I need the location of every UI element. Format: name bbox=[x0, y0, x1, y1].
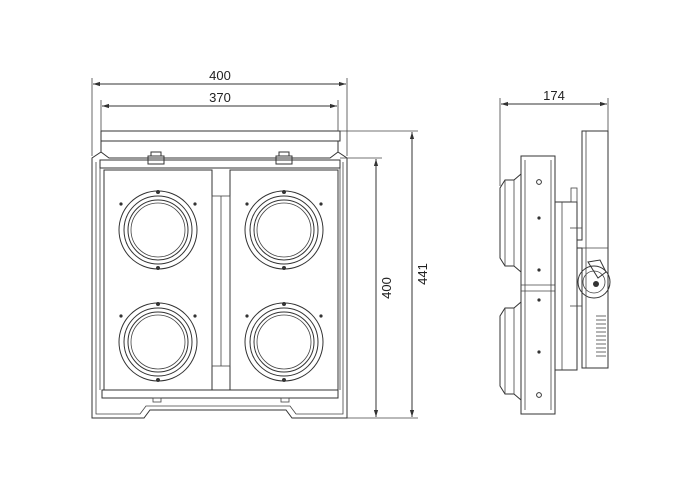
dim-overall-height: 441 bbox=[340, 130, 430, 419]
lamp-top-left bbox=[118, 190, 198, 270]
dim-depth-label: 174 bbox=[543, 88, 565, 103]
knob-left bbox=[147, 151, 165, 165]
yoke-frame bbox=[91, 141, 348, 419]
dim-overall-height-label: 441 bbox=[415, 263, 430, 285]
side-vents bbox=[596, 315, 606, 357]
lamp-bottom-left bbox=[118, 302, 198, 382]
dim-body-height-label: 400 bbox=[379, 277, 394, 299]
dim-inner-width: 370 bbox=[100, 90, 339, 131]
lamp-bottom-right bbox=[244, 302, 324, 382]
side-view bbox=[499, 130, 611, 415]
dim-body-height: 400 bbox=[340, 157, 394, 419]
knob-right bbox=[275, 151, 293, 165]
dim-depth: 174 bbox=[499, 88, 609, 186]
side-rear-box bbox=[554, 201, 578, 371]
right-panel bbox=[229, 169, 339, 391]
top-bar bbox=[100, 130, 341, 142]
lamp-top-right bbox=[244, 190, 324, 270]
front-view bbox=[91, 130, 348, 419]
top-plate bbox=[100, 151, 339, 159]
dim-overall-width: 400 bbox=[91, 68, 348, 156]
dim-inner-width-label: 370 bbox=[209, 90, 231, 105]
side-yoke bbox=[576, 130, 609, 369]
side-lens-top bbox=[499, 173, 522, 273]
side-knob bbox=[577, 259, 611, 299]
side-lens-bottom bbox=[499, 301, 522, 401]
dim-overall-width-label: 400 bbox=[209, 68, 231, 83]
